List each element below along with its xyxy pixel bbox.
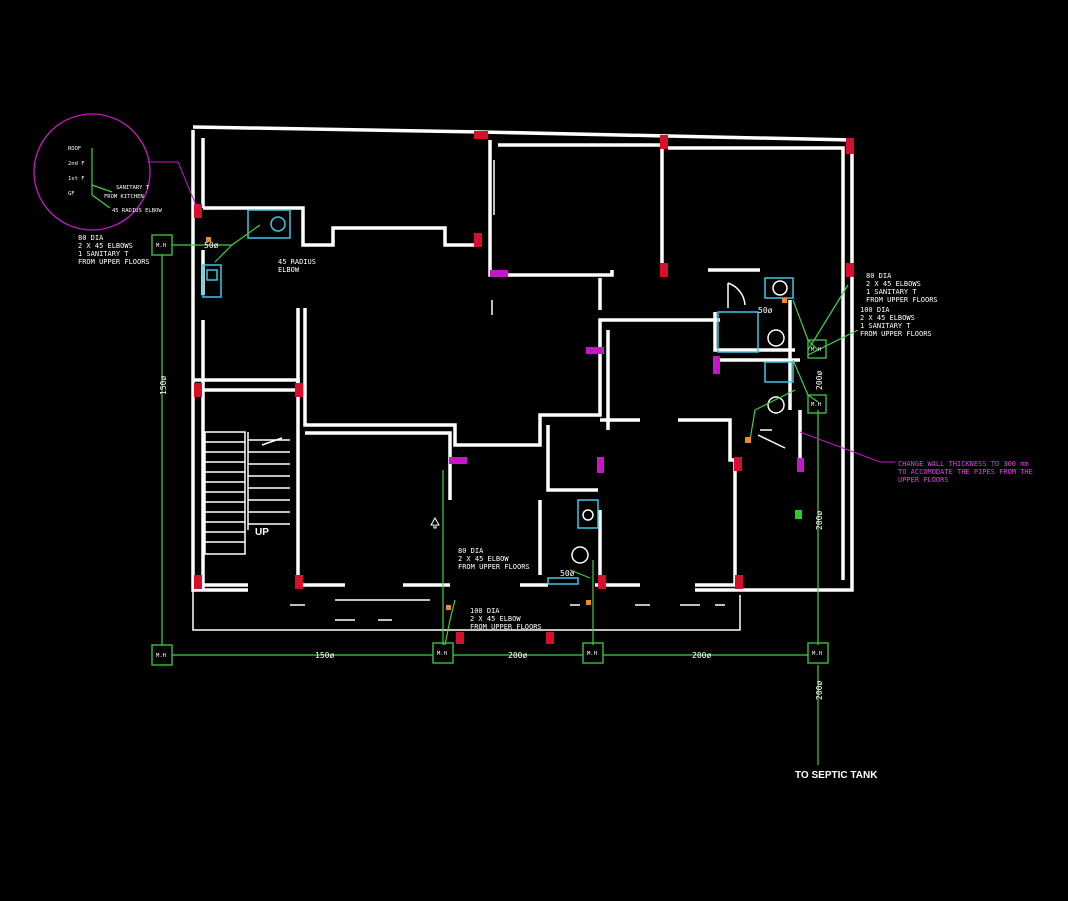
annotation-right-2: 100 DIA 2 X 45 ELBOWS 1 SANITARY T FROM … <box>860 306 932 338</box>
fixture-markers <box>206 237 787 610</box>
pipe-size-labels: 150ø 150ø 200ø 200ø 200ø 200ø 200ø 50ø 5… <box>159 241 824 700</box>
pipe-size-to-septic: 200ø <box>815 681 824 700</box>
svg-text:1 SANITARY T: 1 SANITARY T <box>866 288 917 296</box>
svg-text:80 DIA: 80 DIA <box>78 234 104 242</box>
pipe-size-left-vertical: 150ø <box>159 376 168 395</box>
riser-level-1st: 1st F <box>68 176 85 182</box>
svg-text:FROM UPPER FLOORS: FROM UPPER FLOORS <box>470 623 542 631</box>
svg-text:2 X 45 ELBOW: 2 X 45 ELBOW <box>470 615 521 623</box>
pipe-size-small-3: 50ø <box>560 569 575 578</box>
building-walls <box>191 125 854 592</box>
manhole-2[interactable] <box>151 644 173 666</box>
svg-text:1 SANITARY T: 1 SANITARY T <box>860 322 911 330</box>
columns <box>194 131 854 644</box>
manhole-1-label: M.H <box>156 243 166 249</box>
svg-text:UPPER FLOORS: UPPER FLOORS <box>898 476 949 484</box>
svg-text:2 X 45 ELBOW: 2 X 45 ELBOW <box>458 555 509 563</box>
pipe-size-bottom-2: 200ø <box>508 651 527 660</box>
sanitary-fixtures <box>202 209 794 585</box>
svg-text:FROM UPPER FLOORS: FROM UPPER FLOORS <box>866 296 938 304</box>
svg-text:80 DIA: 80 DIA <box>458 547 484 555</box>
pipe-size-bottom-1: 150ø <box>315 651 334 660</box>
svg-text:100 DIA: 100 DIA <box>860 306 890 314</box>
staircase <box>204 431 290 555</box>
riser-note-kitchen: FROM KITCHEN <box>104 194 144 200</box>
annotation-top-left: 80 DIA 2 X 45 ELBOWS 1 SANITARY T FROM U… <box>78 234 150 266</box>
riser-note-sanitary-t: SANITARY T <box>116 185 150 191</box>
drain-pipes <box>161 224 859 765</box>
annotation-mid-2: 100 DIA 2 X 45 ELBOW FROM UPPER FLOORS <box>470 607 542 631</box>
north-arrow-icon <box>430 516 440 529</box>
svg-text:2 X 45 ELBOWS: 2 X 45 ELBOWS <box>860 314 915 322</box>
svg-text:45 RADIUS: 45 RADIUS <box>278 258 316 266</box>
wall-note-leader <box>799 431 895 463</box>
svg-text:FROM UPPER FLOORS: FROM UPPER FLOORS <box>78 258 150 266</box>
annotation-wall-thickness: CHANGE WALL THICKNESS TO 300 mm TO ACCOM… <box>898 460 1033 484</box>
riser-level-2nd: 2nd F <box>68 161 85 167</box>
porch-outline <box>192 160 741 631</box>
manhole-2-label: M.H <box>156 653 166 659</box>
manhole-6[interactable] <box>807 339 827 359</box>
svg-text:2 X 45 ELBOWS: 2 X 45 ELBOWS <box>78 242 133 250</box>
manhole-1[interactable] <box>151 234 173 256</box>
riser-detail: ROOF 2nd F 1st F GF SANITARY T FROM KITC… <box>33 113 199 231</box>
wall-change-markers <box>449 270 804 519</box>
svg-text:FROM UPPER FLOORS: FROM UPPER FLOORS <box>860 330 932 338</box>
svg-text:CHANGE WALL THICKNESS TO 300 m: CHANGE WALL THICKNESS TO 300 mm <box>898 460 1029 468</box>
manhole-3[interactable] <box>432 642 454 664</box>
manhole-5-label: M.H <box>812 651 822 657</box>
pipe-size-small-2: 50ø <box>758 306 773 315</box>
manhole-7[interactable] <box>807 394 827 414</box>
pipe-size-right-vertical-2: 200ø <box>815 511 824 530</box>
pipe-size-small-1: 50ø <box>204 241 219 250</box>
annotation-radius-elbow: 45 RADIUS ELBOW <box>278 258 316 274</box>
manhole-6-label: M.H <box>811 347 821 353</box>
annotation-mid-1: 80 DIA 2 X 45 ELBOW FROM UPPER FLOORS <box>458 547 530 571</box>
septic-tank-label: TO SEPTIC TANK <box>795 770 878 781</box>
manhole-3-label: M.H <box>437 651 447 657</box>
manhole-4-label: M.H <box>587 651 597 657</box>
riser-note-elbow: 45 RADIUS ELBOW <box>112 208 162 214</box>
stair-up-label: UP <box>255 527 269 538</box>
pipe-size-right-vertical-1: 200ø <box>815 371 824 390</box>
svg-text:FROM UPPER FLOORS: FROM UPPER FLOORS <box>458 563 530 571</box>
riser-level-roof: ROOF <box>68 146 81 152</box>
svg-text:ELBOW: ELBOW <box>278 266 300 274</box>
manhole-5[interactable] <box>807 642 829 664</box>
svg-text:TO ACCOMODATE THE PIPES FROM T: TO ACCOMODATE THE PIPES FROM THE <box>898 468 1033 476</box>
manhole-4[interactable] <box>582 642 604 664</box>
annotation-right-1: 80 DIA 2 X 45 ELBOWS 1 SANITARY T FROM U… <box>866 272 938 304</box>
pipe-size-bottom-3: 200ø <box>692 651 711 660</box>
manholes[interactable]: M.H M.H M.H M.H M.H M.H M.H <box>151 234 829 666</box>
svg-text:2 X 45 ELBOWS: 2 X 45 ELBOWS <box>866 280 921 288</box>
svg-text:100 DIA: 100 DIA <box>470 607 500 615</box>
manhole-7-label: M.H <box>811 402 821 408</box>
svg-text:80 DIA: 80 DIA <box>866 272 892 280</box>
riser-level-gf: GF <box>68 191 75 197</box>
svg-text:1 SANITARY T: 1 SANITARY T <box>78 250 129 258</box>
